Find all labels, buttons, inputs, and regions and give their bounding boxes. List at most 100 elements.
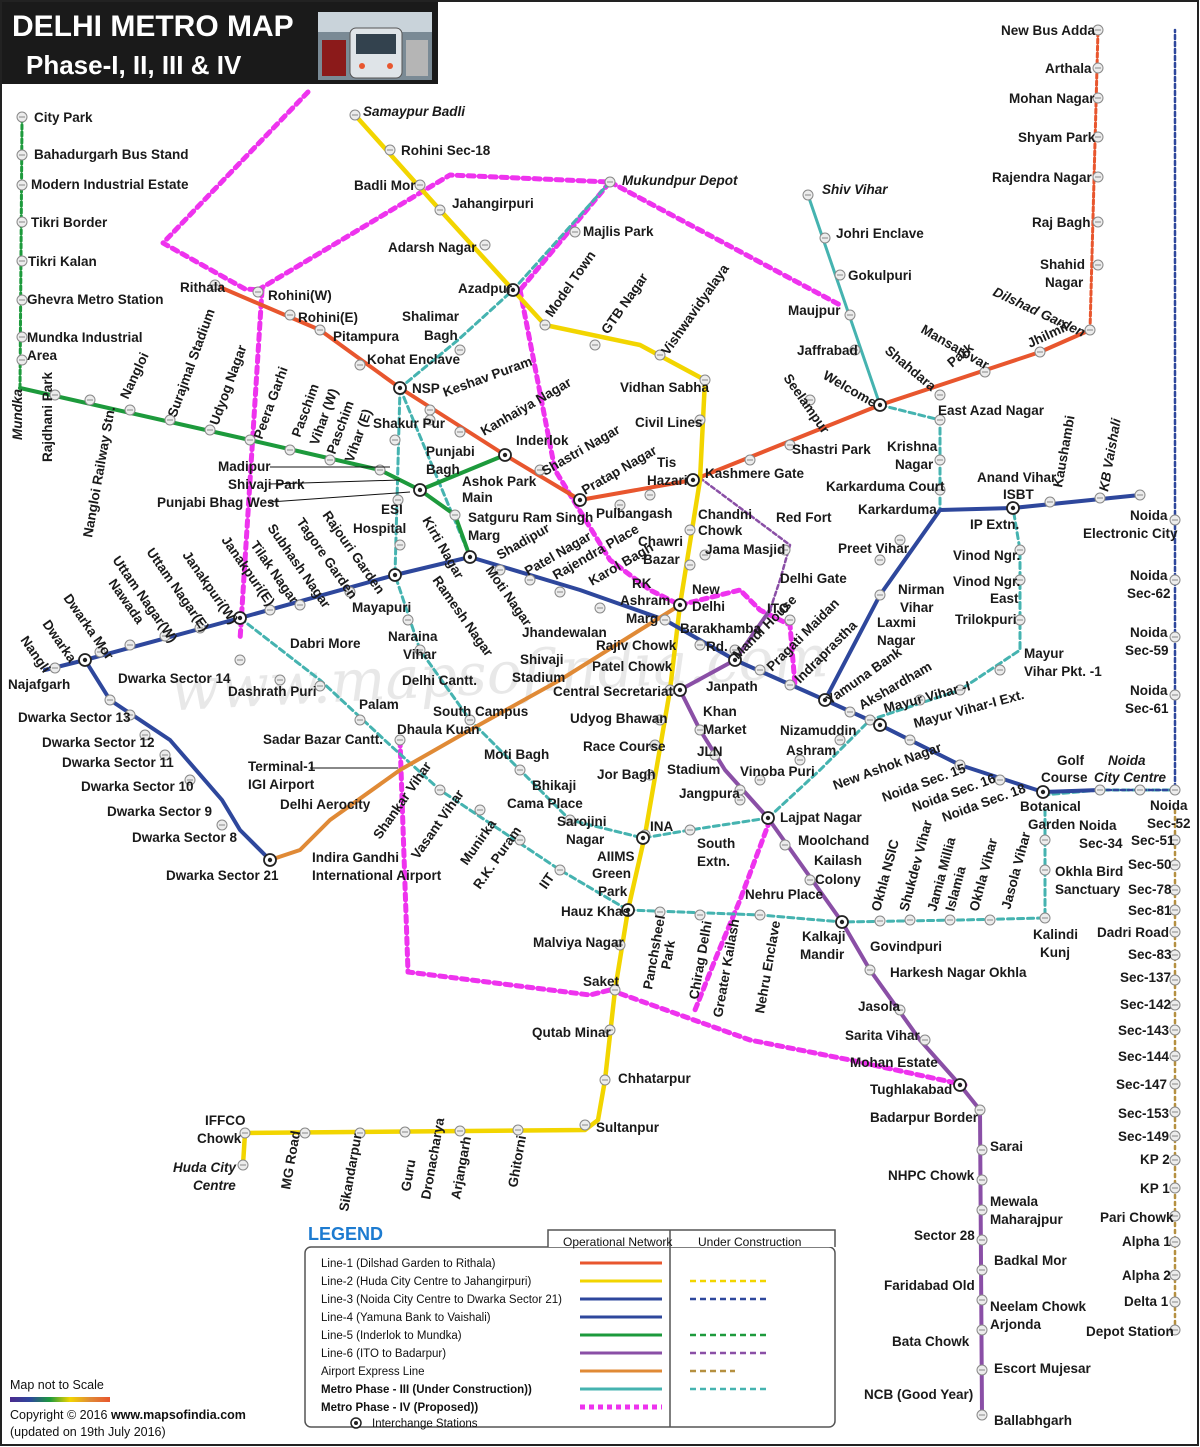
station-label: ESI [381, 502, 403, 517]
station-label: Satguru Ram Singh [468, 510, 593, 525]
legend-interchange-label: Interchange Stations [372, 1418, 478, 1430]
legend-row-label: Metro Phase - III (Under Construction)) [321, 1384, 532, 1396]
interchange-station-center [237, 615, 243, 621]
station-label: South Campus [433, 704, 528, 719]
station-label: Shahid [1040, 257, 1085, 272]
interchange-station-center [765, 815, 771, 821]
legend-row-label: Line-6 (ITO to Badarpur) [321, 1348, 446, 1360]
station-label: Preet Vihar [838, 541, 910, 556]
station-label: Stadium [512, 670, 565, 685]
station-label: Madipur [218, 459, 271, 474]
station-label: Mundka Industrial [27, 330, 143, 345]
station-label: Nehru Place [745, 887, 824, 902]
station-label: Sec-153 [1118, 1106, 1170, 1121]
legend-row-label: Line-4 (Yamuna Bank to Vaishali) [321, 1312, 491, 1324]
station-label: Dwarka Sector 10 [81, 779, 194, 794]
station-label: Vihar Pkt. -1 [1024, 664, 1102, 679]
station-label: Bagh [424, 328, 458, 343]
station-label: JLN [697, 744, 723, 759]
station-label: Sec-142 [1120, 997, 1171, 1012]
station-label: Tikri Kalan [28, 254, 97, 269]
station-label: NSP [412, 381, 440, 396]
station-label: Guru [398, 1158, 418, 1192]
station-label: Sec-62 [1127, 586, 1171, 601]
map-subtitle: Phase-I, II, III & IV [26, 50, 242, 80]
station-label: Vinod Ngr. [953, 548, 1020, 563]
line-shiv-vihar [806, 193, 882, 407]
station-label: Dwarka Sector 21 [166, 868, 279, 883]
station-label: Sec-137 [1120, 970, 1171, 985]
station-label: Shyam Park [1018, 130, 1096, 145]
station-label: Dhaula Kuan [397, 722, 480, 737]
station-label: Najafgarh [8, 677, 70, 692]
station-label: Raj Bagh [1032, 215, 1091, 230]
station-label: Nagar [566, 832, 605, 847]
station-label: Dwarka Sector 14 [118, 671, 231, 686]
station-label: Race Course [583, 739, 666, 754]
station-label: Pari Chowk [1100, 1210, 1174, 1225]
station-label: Jangpura [679, 786, 740, 801]
station-label: Sec-83 [1128, 947, 1172, 962]
legend-row-label: Line-5 (Inderlok to Mundka) [321, 1330, 462, 1342]
station-label: Course [1041, 770, 1088, 785]
legend-rows: Line-1 (Dilshad Garden to Rithala)Line-2… [321, 1258, 770, 1414]
station-label: Bhikaji [532, 778, 576, 793]
station-label: Noida [1130, 568, 1168, 583]
station-label: Nizamuddin [780, 723, 857, 738]
station-label: East Azad Nagar [938, 403, 1045, 418]
line-phase-iv [160, 89, 968, 1088]
station-label: Hospital [353, 521, 406, 536]
station-label: Garden [1028, 817, 1075, 832]
station-label: Rohini(W) [268, 288, 332, 303]
station-label: ISBT [1003, 487, 1035, 502]
station-label: Rajdhani Park [40, 371, 55, 462]
station-label: AIIMS [597, 849, 635, 864]
station-label: Ghevra Metro Station [27, 292, 164, 307]
station-label: Sec-149 [1118, 1129, 1169, 1144]
station-label: Jahangirpuri [452, 196, 534, 211]
legend-row-label: Line-1 (Dilshad Garden to Rithala) [321, 1258, 496, 1270]
station-label: Red Fort [776, 510, 832, 525]
station-label: Kalindi [1033, 927, 1078, 942]
interchange-station-center [677, 687, 683, 693]
station-label: Lajpat Nagar [780, 810, 863, 825]
station-label: Noida [1150, 798, 1188, 813]
legend-row-label: Airport Express Line [321, 1366, 425, 1378]
station-label: Malviya Nagar [533, 935, 625, 950]
station-label: Udyog Bhawan [570, 711, 668, 726]
station-label: Area [27, 348, 58, 363]
station-label: Dadri Road [1097, 925, 1169, 940]
station-label: Mewala [990, 1194, 1039, 1209]
station-label: Stadium [667, 762, 720, 777]
station-label: NHPC Chowk [888, 1168, 975, 1183]
station-label: Jama Masjid [705, 542, 785, 557]
station-label: Huda City [173, 1160, 237, 1175]
station-label: Shiv Vihar [822, 182, 888, 197]
station-label: Jasola [858, 999, 901, 1014]
interchange-station-center [467, 554, 473, 560]
station-label: Electronic City [1083, 526, 1178, 541]
station-label: Shakur Pur [373, 416, 446, 431]
station-label: Escort Mujesar [994, 1361, 1092, 1376]
station-label: Sec-34 [1079, 836, 1123, 851]
station-label: Sec-81 [1128, 903, 1172, 918]
station-label: Sec-78 [1128, 882, 1172, 897]
station-label: Mohan Nagar [1009, 91, 1095, 106]
station-label: Centre [193, 1178, 236, 1193]
station-label: International Airport [312, 868, 442, 883]
station-label: Sec-143 [1118, 1023, 1170, 1038]
station-label: Sanctuary [1055, 882, 1121, 897]
station-label: Noida [1079, 818, 1117, 833]
airport-express [268, 603, 682, 862]
station-label: Dashrath Puri [228, 684, 317, 699]
station-label: Sec-59 [1125, 643, 1169, 658]
station-label: KP 1 [1140, 1181, 1170, 1196]
station-label: Dwarka Sector 8 [132, 830, 238, 845]
station-label: Azadpur [458, 281, 513, 296]
interchange-station-center [1010, 505, 1016, 511]
station-label: Park [658, 939, 678, 971]
interchange-station-center [82, 657, 88, 663]
station-label: Sec-50 [1128, 857, 1172, 872]
interchange-station-center [732, 657, 738, 663]
